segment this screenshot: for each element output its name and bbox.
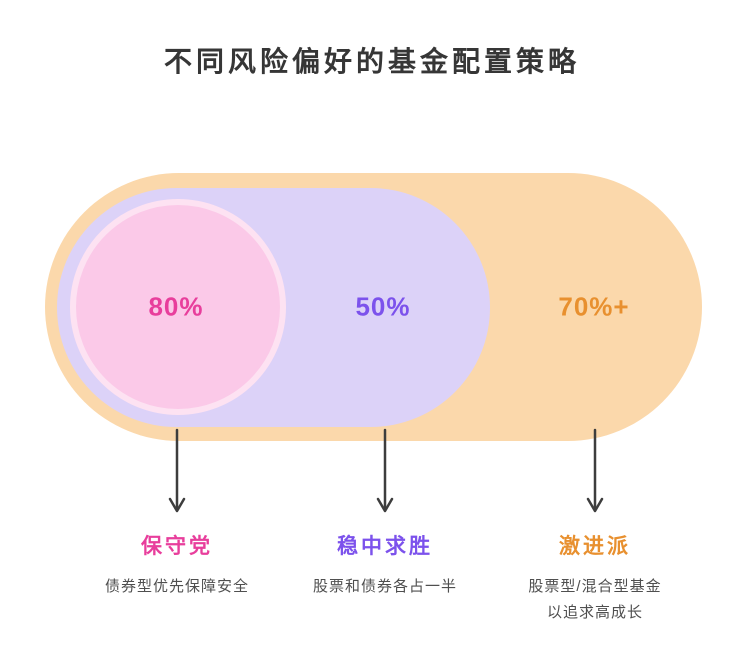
conservative-value: 80% [148,291,204,322]
balanced-value: 50% [355,291,411,322]
aggressive-value: 70%+ [558,291,630,322]
aggressive-label: 激进派 [559,535,631,558]
down-arrow-icon [376,428,394,513]
aggressive-description: 股票型/混合型基金 以追求高成长 [528,578,662,621]
down-arrow-icon [168,428,186,513]
balanced-description: 股票和债券各占一半 [312,578,457,595]
balanced-annotation: 稳中求胜 股票和债券各占一半 [275,428,495,600]
conservative-description: 债券型优先保障安全 [104,578,249,595]
page-title: 不同风险偏好的基金配置策略 [163,46,580,77]
balanced-label: 稳中求胜 [337,535,433,558]
aggressive-annotation: 激进派 股票型/混合型基金 以追求高成长 [485,428,705,625]
conservative-label: 保守党 [141,535,213,558]
down-arrow-icon [586,428,604,513]
conservative-annotation: 保守党 债券型优先保障安全 [67,428,287,600]
conservative-segment-circle [70,199,286,415]
